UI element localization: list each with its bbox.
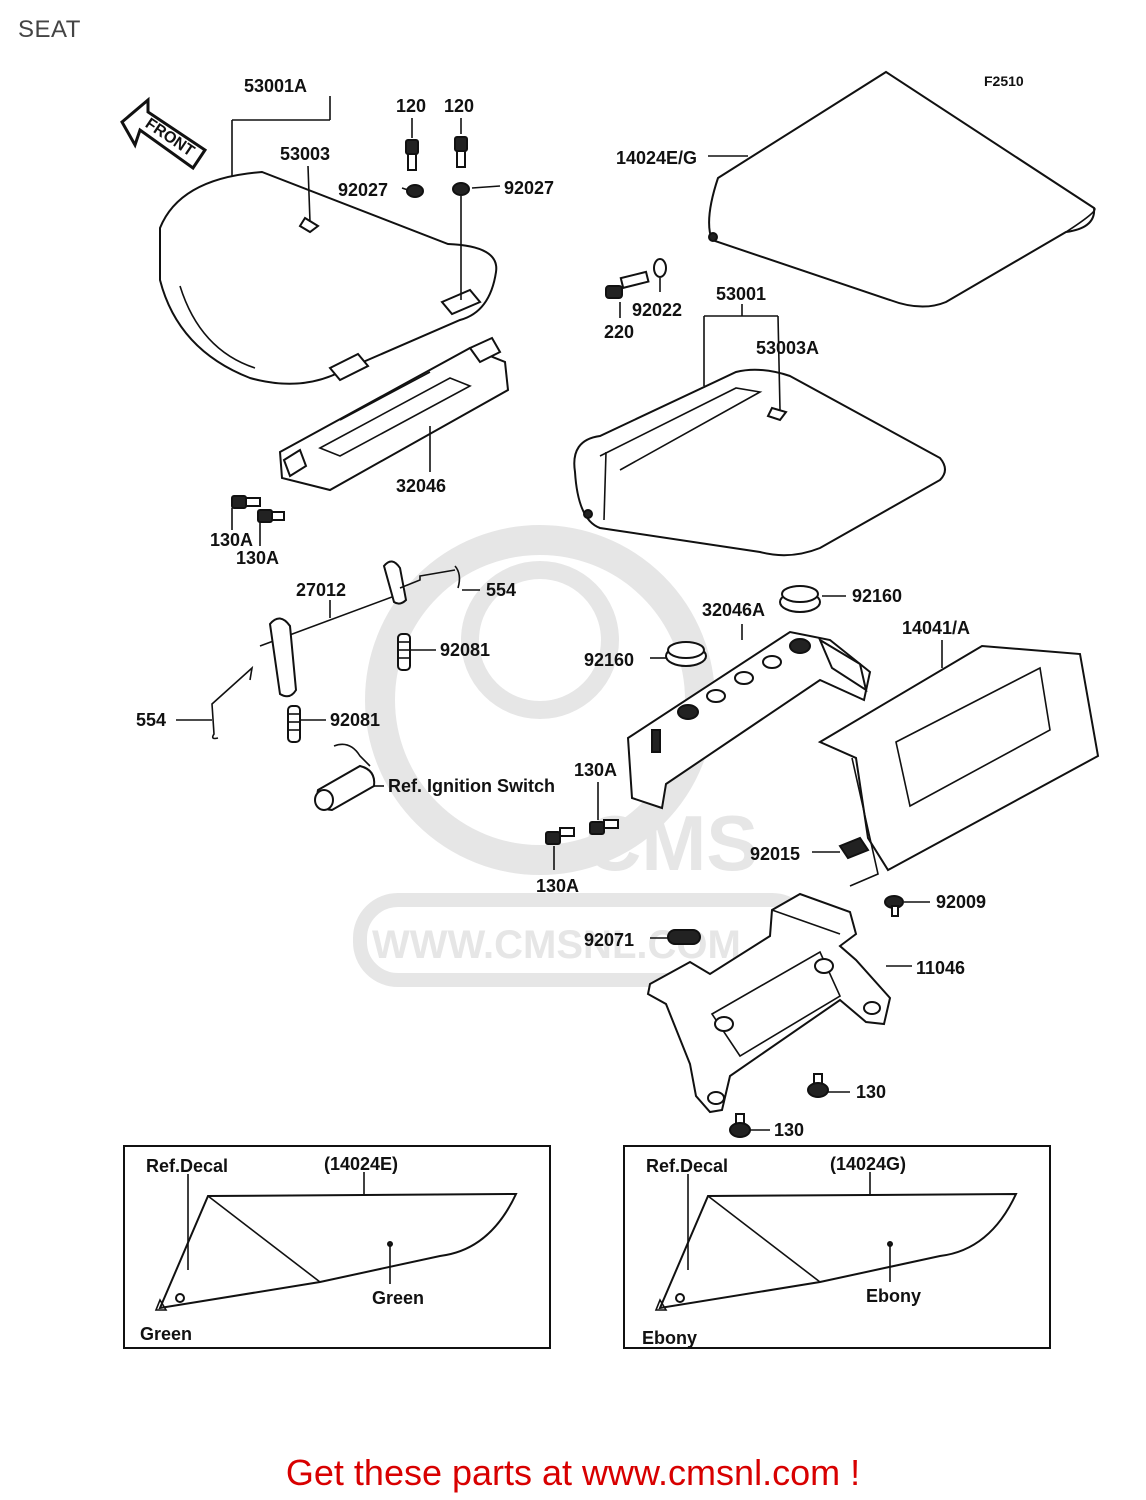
inset-left-color-tip: Green	[140, 1324, 192, 1344]
clip-92015	[838, 836, 870, 860]
callout-220: 220	[604, 322, 634, 342]
bolt-130-lower	[729, 1113, 751, 1138]
inset-right-color-main: Ebony	[866, 1286, 921, 1306]
rear-seat-53001	[573, 368, 946, 557]
callout-53003: 53003	[280, 144, 330, 164]
spring-92081-lower	[287, 705, 301, 743]
callout-14041A: 14041/A	[902, 618, 970, 638]
inset-right-part: (14024G)	[830, 1154, 906, 1174]
decal-inset-14024G: Ref.Decal (14024G) Ebony Ebony	[623, 1145, 1051, 1349]
callout-53001: 53001	[716, 284, 766, 304]
inset-right-color-tip: Ebony	[642, 1328, 697, 1348]
inset-left-color-main: Green	[372, 1288, 424, 1308]
callout-92160-right: 92160	[852, 586, 902, 606]
damper-92071	[667, 929, 701, 945]
callout-92160-left: 92160	[584, 650, 634, 670]
callout-130A-c: 130A	[574, 760, 617, 780]
bolt-130A-b	[257, 509, 285, 523]
seat-fastener-53003	[298, 216, 320, 234]
inset-left-ref: Ref.Decal	[146, 1156, 228, 1176]
seat-hook-front	[328, 352, 370, 382]
callout-53003A: 53003A	[756, 338, 819, 358]
callout-130-upper: 130	[856, 1082, 886, 1102]
bolt-120-right	[454, 136, 468, 168]
bolt-120-left	[405, 139, 419, 171]
bolt-130A-d	[545, 827, 575, 845]
bolt-130A-c	[589, 819, 619, 835]
seat-base-32046	[278, 336, 510, 492]
lock-rod-27012	[259, 560, 456, 698]
callout-92081-lower: 92081	[330, 710, 380, 730]
clip-554-lower	[211, 665, 254, 740]
callout-554-upper: 554	[486, 580, 516, 600]
ignition-switch-icon	[314, 743, 376, 812]
inset-left-part: (14024E)	[324, 1154, 398, 1174]
screw-92009	[884, 895, 904, 917]
seat-bracket-32046A	[626, 630, 872, 810]
decal-inset-14024E: Ref.Decal (14024E) Green Green	[123, 1145, 551, 1349]
spring-92081-upper	[397, 633, 411, 671]
bolt-220	[605, 270, 650, 299]
callout-92015: 92015	[750, 844, 800, 864]
bolt-130-upper	[807, 1073, 829, 1098]
cta-link[interactable]: Get these parts at www.cmsnl.com !	[285, 1452, 861, 1493]
callout-92027-left: 92027	[338, 180, 388, 200]
callout-130A-b: 130A	[236, 548, 279, 568]
bolt-130A-a	[231, 495, 261, 509]
callout-130A-d: 130A	[536, 876, 579, 896]
seat-cowl-14024EG	[708, 70, 1096, 308]
washer-92027-left	[406, 184, 424, 198]
callout-92022: 92022	[632, 300, 682, 320]
callout-92027-right: 92027	[504, 178, 554, 198]
callout-92009: 92009	[936, 892, 986, 912]
washer-92027-right	[452, 182, 470, 196]
page-title: SEAT	[18, 16, 81, 43]
callout-130A-a: 130A	[210, 530, 253, 550]
front-arrow-icon: FRONT	[120, 96, 208, 171]
callout-120-right: 120	[444, 96, 474, 116]
callout-53001A: 53001A	[244, 76, 307, 96]
callout-ignition-switch: Ref. Ignition Switch	[388, 776, 555, 796]
inset-right-ref: Ref.Decal	[646, 1156, 728, 1176]
callout-27012: 27012	[296, 580, 346, 600]
callout-554-lower: 554	[136, 710, 166, 730]
clip-554-upper	[454, 565, 461, 589]
callout-11046: 11046	[916, 958, 965, 978]
callout-92081-upper: 92081	[440, 640, 490, 660]
seat-fastener-53003A	[766, 406, 788, 422]
grommet-92160-left	[665, 641, 707, 667]
callout-32046: 32046	[396, 476, 446, 496]
diagram-code: F2510	[984, 73, 1024, 89]
front-seat	[159, 170, 498, 385]
callout-130-lower: 130	[774, 1120, 804, 1140]
callout-120-left: 120	[396, 96, 426, 116]
bracket-11046	[646, 892, 892, 1114]
callout-32046A: 32046A	[702, 600, 765, 620]
washer-92022	[653, 258, 667, 278]
side-cover-14041A	[817, 644, 1100, 872]
grommet-92160-right	[779, 585, 821, 613]
callout-14024EG: 14024E/G	[616, 148, 697, 168]
leader-lines	[176, 96, 943, 1131]
callout-92071: 92071	[584, 930, 634, 950]
